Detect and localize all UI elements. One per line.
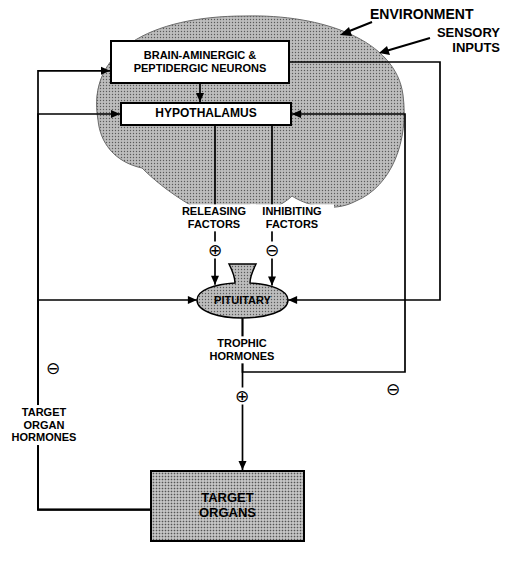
node-label: BRAIN-AMINERGIC & PEPTIDERGIC NEURONS bbox=[125, 49, 275, 74]
edge-label: TROPHIC HORMONES bbox=[196, 336, 288, 363]
node-label: HYPOTHALAMUS bbox=[155, 107, 256, 121]
arrow-head bbox=[292, 110, 301, 118]
inhibition-sign: ⊖ bbox=[385, 381, 401, 398]
hormone-arrow bbox=[196, 84, 204, 102]
arrow-head bbox=[379, 46, 390, 55]
connector-line bbox=[288, 62, 440, 300]
arrow-head bbox=[268, 276, 276, 285]
input-label: SENSORY INPUTS bbox=[402, 26, 500, 56]
arrow-head bbox=[288, 296, 297, 304]
arrow-head bbox=[188, 296, 197, 304]
arrow-head bbox=[196, 93, 204, 102]
edge-label: TARGET ORGAN HORMONES bbox=[6, 405, 82, 445]
hormone-arrow bbox=[38, 110, 150, 510]
arrow-head bbox=[239, 461, 247, 470]
pituitary-outline bbox=[197, 264, 288, 318]
environment-arrow bbox=[347, 22, 372, 32]
brain-outline bbox=[97, 16, 405, 215]
arrow-head bbox=[111, 110, 120, 118]
connector-line bbox=[38, 114, 150, 510]
node-label: TARGET ORGANS bbox=[188, 491, 268, 521]
hypothalamus-box: HYPOTHALAMUS bbox=[120, 102, 292, 126]
connector-line bbox=[243, 114, 406, 372]
hormone-arrow bbox=[288, 62, 440, 304]
pituitary-gland: PITUITARY bbox=[195, 262, 290, 320]
arrow-head bbox=[211, 276, 219, 285]
pituitary-shape bbox=[195, 262, 290, 320]
target-organ-box: TARGET ORGANS bbox=[150, 470, 305, 542]
input-label: ENVIRONMENT bbox=[370, 6, 473, 22]
arrow-head bbox=[101, 67, 110, 75]
neuron-box: BRAIN-AMINERGIC & PEPTIDERGIC NEURONS bbox=[110, 40, 290, 84]
stimulation-sign: ⊕ bbox=[207, 242, 223, 259]
stimulation-sign: ⊕ bbox=[234, 388, 250, 405]
inhibition-sign: ⊖ bbox=[264, 242, 280, 259]
arrow-head bbox=[340, 27, 352, 36]
sensory-arrow bbox=[386, 38, 430, 51]
node-label: PITUITARY bbox=[214, 294, 271, 307]
edge-label: RELEASING FACTORS bbox=[172, 204, 256, 231]
edge-label: INHIBITING FACTORS bbox=[250, 204, 334, 231]
inhibition-sign: ⊖ bbox=[45, 360, 61, 377]
hormone-arrow bbox=[243, 110, 406, 372]
